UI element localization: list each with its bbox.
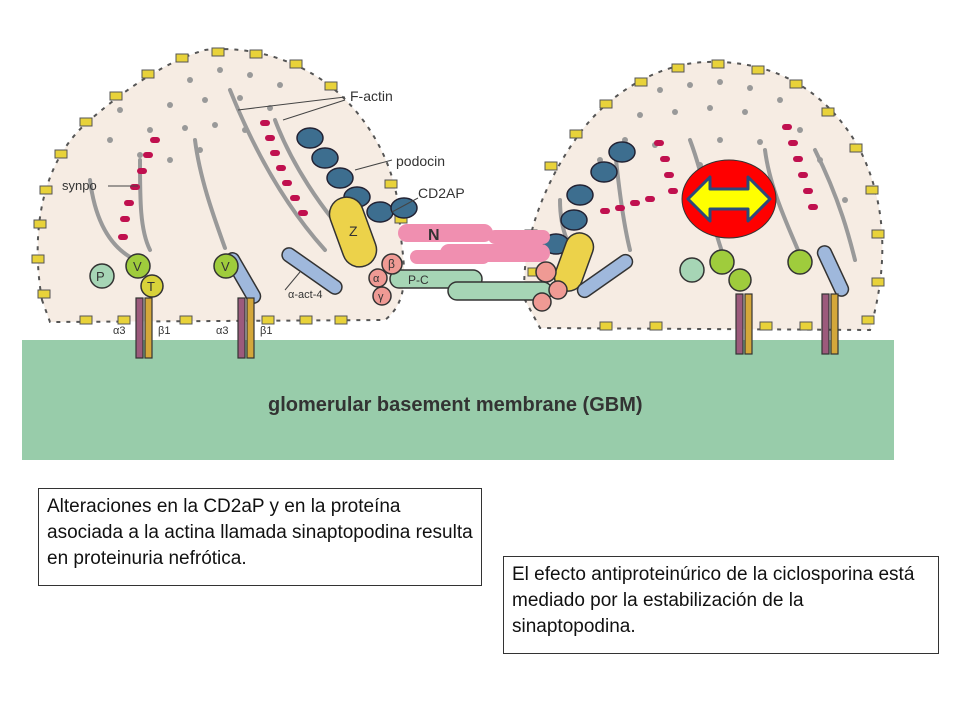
label-podocin: podocin bbox=[396, 153, 445, 169]
label-cd2ap: CD2AP bbox=[418, 185, 465, 201]
podocyte-diagram: glomerular basement membrane (GBM) bbox=[22, 47, 894, 460]
label-gamma: γ bbox=[378, 291, 384, 303]
synpo-beads-right bbox=[600, 124, 818, 214]
focal-adhesion-proteins bbox=[89, 249, 813, 298]
label-alpha: α bbox=[373, 273, 380, 285]
label-v2: V bbox=[221, 259, 230, 274]
gbm-label: glomerular basement membrane (GBM) bbox=[268, 394, 643, 416]
integrins bbox=[135, 293, 839, 359]
label-p: P bbox=[96, 269, 105, 284]
label-z: Z bbox=[349, 223, 358, 239]
left-border-proteins bbox=[31, 47, 408, 325]
label-a3-1: α3 bbox=[113, 325, 125, 337]
zo1-left bbox=[328, 196, 378, 268]
catenins-right bbox=[532, 261, 568, 312]
label-leaders bbox=[108, 96, 419, 291]
label-v1: V bbox=[133, 259, 142, 274]
label-a3-2: α3 bbox=[216, 325, 228, 337]
right-border-proteins bbox=[524, 59, 885, 331]
caption-cyclosporine-effect: El efecto antiproteinúrico de la ciclosp… bbox=[503, 556, 939, 654]
label-synpo: synpo bbox=[62, 178, 97, 193]
catenins-left bbox=[368, 253, 403, 306]
gbm-membrane bbox=[22, 340, 894, 460]
label-actinin: α-act-4 bbox=[288, 289, 322, 301]
label-t: T bbox=[147, 279, 155, 294]
label-beta: β bbox=[388, 257, 395, 271]
label-b1-1: β1 bbox=[158, 325, 170, 337]
nephrin-strands bbox=[398, 224, 550, 264]
synpo-beads-left bbox=[118, 120, 308, 240]
label-factin: F-actin bbox=[350, 88, 393, 104]
label-b1-2: β1 bbox=[260, 325, 272, 337]
caption-cd2ap-synaptopodin: Alteraciones en la CD2aP y en la proteín… bbox=[38, 488, 482, 586]
label-n: N bbox=[428, 227, 440, 244]
label-pc: P-C bbox=[408, 273, 429, 287]
double-arrow-icon bbox=[681, 159, 777, 239]
